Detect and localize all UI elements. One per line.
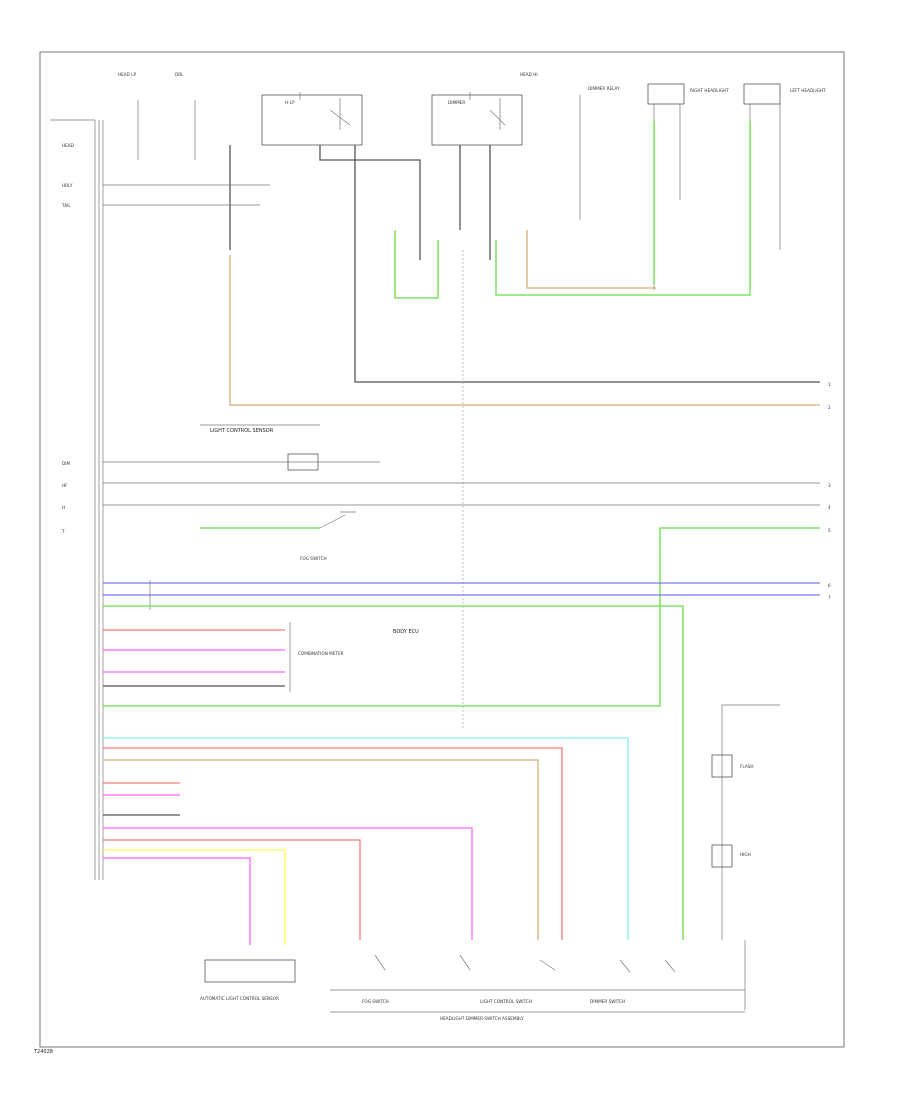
connector-number: 3 bbox=[828, 483, 831, 488]
light-control-sensor-label: LIGHT CONTROL SENSOR bbox=[210, 428, 274, 434]
headlight-rh-label: RIGHT HEADLIGHT bbox=[690, 88, 729, 93]
diagram-frame bbox=[39, 51, 845, 1048]
combination-meter-label: COMBINATION METER bbox=[298, 651, 344, 656]
pin-label: HEAD bbox=[62, 143, 74, 148]
pin-label: HF bbox=[62, 483, 68, 488]
connector-number: 7 bbox=[828, 595, 831, 600]
bottom-switches: AUTOMATIC LIGHT CONTROL SENSOR FOG SWITC… bbox=[200, 940, 746, 1021]
green-wire-c bbox=[103, 605, 684, 940]
red-wire-long bbox=[103, 747, 563, 940]
body-ecu-label: BODY ECU bbox=[393, 629, 419, 635]
dimmer-switch-label: DIMMER SWITCH bbox=[590, 999, 625, 1004]
tan-wire-long bbox=[103, 759, 539, 940]
left-pin-labels: HEAD HRLY TAIL DIM HF H T bbox=[61, 143, 74, 534]
pin-label: T bbox=[61, 529, 65, 534]
front-fog-label: FOG SWITCH bbox=[300, 556, 327, 561]
relay-a: H-LP bbox=[261, 92, 363, 146]
headlight-lh: LEFT HEADLIGHT bbox=[743, 83, 826, 295]
auto-light-sensor-label: AUTOMATIC LIGHT CONTROL SENSOR bbox=[200, 996, 279, 1001]
left-bus bbox=[50, 119, 104, 880]
tan-wire-a bbox=[526, 230, 656, 289]
pin-label: HRLY bbox=[62, 183, 73, 188]
connector-number: 4 bbox=[828, 505, 831, 510]
fuse-left-b-label: DRL bbox=[175, 72, 184, 77]
relay-b-label: DIMMER bbox=[448, 100, 465, 105]
right-switch-column: FLASH HIGH bbox=[711, 704, 780, 940]
high-sw-label: HIGH bbox=[740, 852, 751, 857]
fuse-left-a-label: HEAD LP bbox=[118, 72, 137, 77]
headlight-rh: RIGHT HEADLIGHT bbox=[647, 83, 729, 290]
front-fog-switch-label: FOG SWITCH bbox=[362, 999, 389, 1004]
flash-sw-label: FLASH bbox=[740, 764, 754, 769]
dimmer-relay-label: DIMMER RELAY bbox=[588, 86, 620, 91]
connector-number: 2 bbox=[828, 405, 831, 410]
connector-number: 6 bbox=[828, 583, 831, 588]
pin-label: H bbox=[62, 505, 65, 510]
light-control-switch-label: LIGHT CONTROL SWITCH bbox=[480, 999, 532, 1004]
black-wires-top bbox=[103, 145, 820, 383]
green-loop-left bbox=[394, 230, 439, 299]
cyan-wire bbox=[103, 737, 629, 940]
fuse-right-a-label: HEAD HI bbox=[520, 72, 538, 77]
pink-wire-long bbox=[103, 827, 473, 940]
fuse-group-left: HEAD LP DRL bbox=[118, 72, 196, 160]
tan-wire-b bbox=[229, 255, 820, 406]
pin-label: TAIL bbox=[61, 203, 71, 208]
pin-label: DIM bbox=[62, 461, 70, 466]
green-loop-right bbox=[495, 120, 751, 296]
mid-wires: FOG SWITCH bbox=[103, 453, 820, 707]
connector-numbers: 1 2 3 4 5 6 7 bbox=[828, 382, 831, 600]
footer-code: T24028 bbox=[33, 1049, 53, 1055]
connector-number: 1 bbox=[828, 382, 831, 387]
relay-a-label: H-LP bbox=[285, 100, 295, 105]
connector-number: 5 bbox=[828, 528, 831, 533]
red-wire-short bbox=[103, 839, 361, 940]
headlight-lh-label: LEFT HEADLIGHT bbox=[790, 88, 826, 93]
headlight-dimmer-switch-label: HEADLIGHT DIMMER SWITCH ASSEMBLY bbox=[440, 1016, 524, 1021]
relay-b: DIMMER bbox=[431, 92, 523, 146]
